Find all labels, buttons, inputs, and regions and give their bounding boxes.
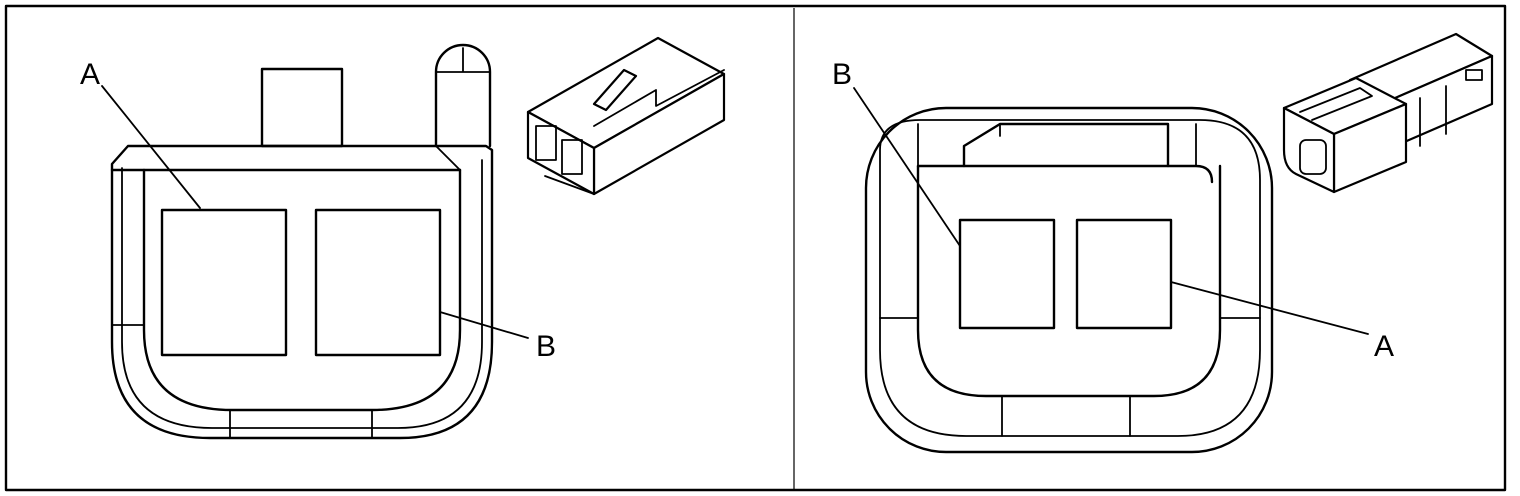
housing-outer	[864, 106, 1274, 454]
iso-window	[1465, 69, 1483, 81]
housing-inner-face	[142, 168, 462, 412]
left-connector-face	[101, 43, 529, 440]
housing-corner-edge	[435, 145, 461, 171]
lock-tab	[260, 67, 344, 148]
cavity-a	[160, 208, 288, 357]
right-connector-face	[853, 87, 1369, 454]
label-a: A	[80, 58, 100, 91]
iso-front-face	[1282, 106, 1336, 194]
iso-cavity-1	[535, 125, 557, 161]
frame-border	[4, 4, 1507, 492]
leader-a	[1170, 281, 1369, 335]
iso-latch	[1299, 87, 1373, 121]
leader-b	[853, 87, 961, 247]
cavity-b	[314, 208, 442, 357]
housing-top-edge	[916, 164, 1214, 184]
cavity-b	[958, 218, 1056, 330]
housing-outer-inner-edge	[121, 159, 483, 429]
label-b: B	[832, 58, 852, 91]
housing-outer-inner-edge	[879, 119, 1261, 437]
iso-latch-edge	[593, 69, 725, 127]
housing-outer	[110, 144, 494, 440]
label-b: B	[536, 330, 556, 363]
leader-a	[101, 85, 201, 209]
housing-inner-face	[916, 164, 1222, 398]
polarizing-key	[962, 122, 1170, 168]
right-connector-iso	[1282, 32, 1494, 194]
iso-latch	[592, 68, 638, 112]
iso-cavity	[1299, 139, 1327, 175]
left-connector-iso	[526, 36, 726, 196]
cavity-a	[1075, 218, 1173, 330]
leader-b	[439, 311, 529, 339]
iso-bottom-edge	[544, 175, 595, 195]
iso-cavity-2	[561, 139, 583, 175]
label-a: A	[1374, 330, 1394, 363]
guide-post-detail	[435, 47, 491, 73]
guide-post	[434, 43, 492, 148]
